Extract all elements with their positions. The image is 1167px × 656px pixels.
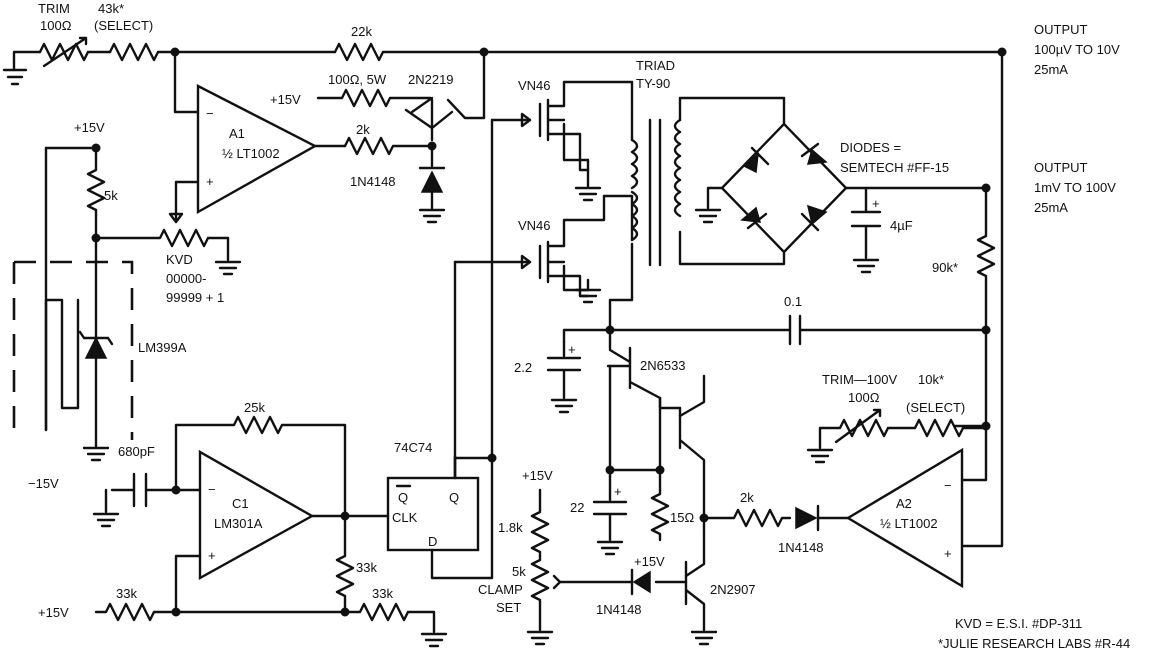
label-ff-q: Q [398,490,408,505]
clamp-set-pot [526,488,554,646]
label-kvd-range2: 99999 + 1 [166,290,224,305]
label-plus15-c: +15V [522,468,553,483]
label-clamp2: SET [496,600,521,615]
label-trim-top: TRIM [38,1,70,16]
label-100-5w: 100Ω, 5W [328,72,387,87]
label-43k-select: (SELECT) [94,18,153,33]
op-amp-a1 [174,84,347,224]
label-minus-a1: − [206,106,214,121]
label-plus15-d: +15V [634,554,665,569]
reference-section [12,143,242,462]
label-trim100v: TRIM—100V [822,372,897,387]
op-amp-c1 [92,415,448,648]
op-amp-a2 [806,408,988,589]
label-25k: 25k [244,400,265,415]
label-1n4148-b: 1N4148 [778,540,824,555]
label-680pf: 680pF [118,444,155,459]
label-0-1: 0.1 [784,294,802,309]
label-c1-part: LM301A [214,516,263,531]
label-43k: 43k* [98,1,124,16]
label-plus-a1: + [206,174,214,189]
label-ff-clk: CLK [392,510,418,525]
label-triad2: TY-90 [636,76,670,91]
label-1-8k: 1.8k [498,520,523,535]
label-1n4148-c: 1N4148 [596,602,642,617]
label-kvd-name: KVD [166,252,193,267]
label-10k-select: (SELECT) [906,400,965,415]
capacitor-22 [592,468,628,556]
label-trim-top-value: 100Ω [40,18,72,33]
label-a2-name: A2 [896,496,912,511]
mosfet-vn46-bottom [520,194,634,304]
label-plus15-left: +15V [74,120,105,135]
label-2n2219: 2N2219 [408,72,454,87]
capacitor-4uf [850,183,996,332]
label-clamp-value: 5k [512,564,526,579]
label-out2-b: 1mV TO 100V [1034,180,1116,195]
label-minus-a2: − [944,478,952,493]
label-90k: 90k* [932,260,958,275]
label-triad1: TRIAD [636,58,675,73]
label-plus-22: + [614,484,622,499]
flip-flop-74c74 [386,118,532,580]
label-plus-c1: + [208,548,216,563]
label-minus15: −15V [28,476,59,491]
label-clamp1: CLAMP [478,582,523,597]
label-plus-2-2: + [568,342,576,357]
label-c1-name: C1 [232,496,249,511]
label-22k: 22k [351,24,372,39]
label-vn46-b: VN46 [518,218,551,233]
label-diodes1: DIODES = [840,140,901,155]
label-out2-a: OUTPUT [1034,160,1088,175]
label-10k: 10k* [918,372,944,387]
mosfet-vn46-top [520,80,634,202]
label-33k-b: 33k [116,586,137,601]
label-out1-b: 100µV TO 10V [1034,42,1120,57]
label-a1-part: ½ LT1002 [222,146,280,161]
label-plus-4uf: + [872,196,880,211]
label-out1-a: OUTPUT [1034,22,1088,37]
label-lm399: LM399A [138,340,187,355]
resistor-15-ohm [650,468,850,542]
label-plus-a2: + [944,546,952,561]
label-vn46-a: VN46 [518,78,551,93]
label-out2-c: 25mA [1034,200,1068,215]
label-2k-b: 2k [740,490,754,505]
label-a1-name: A1 [229,126,245,141]
label-out1-c: 25mA [1034,62,1068,77]
label-ff-d: D [428,534,437,549]
label-plus15-bottom: +15V [38,605,69,620]
label-trim100v-value: 100Ω [848,390,880,405]
label-15-ohm: 15Ω [670,510,694,525]
label-2n6533: 2N6533 [640,358,686,373]
label-2k-top: 2k [356,122,370,137]
label-22: 22 [570,500,584,515]
label-4uf: 4µF [890,218,913,233]
label-plus15-a: +15V [270,92,301,107]
label-2-2: 2.2 [514,360,532,375]
label-1n4148-top: 1N4148 [350,174,396,189]
q-2n2219-stage [316,88,454,224]
label-74c74: 74C74 [394,440,432,455]
capacitor-2-2 [546,340,582,414]
label-foot1: KVD = E.S.I. #DP-311 [955,616,1082,631]
label-33k-c: 33k [372,586,393,601]
label-33k-a: 33k [356,560,377,575]
label-5k: 5k [104,188,118,203]
label-ff-qbar: Q [449,490,459,505]
label-foot2: *JULIE RESEARCH LABS #R-44 [938,636,1130,651]
label-diodes2: SEMTECH #FF-15 [840,160,949,175]
q-2n2907 [552,528,718,646]
label-2n2907: 2N2907 [710,582,756,597]
transformer-triad [608,96,786,332]
bridge-rectifier [694,122,988,254]
label-kvd-range1: 00000- [166,271,206,286]
label-minus-c1: − [208,482,216,497]
top-trim-branch [2,36,1007,120]
label-a2-part: ½ LT1002 [880,516,938,531]
